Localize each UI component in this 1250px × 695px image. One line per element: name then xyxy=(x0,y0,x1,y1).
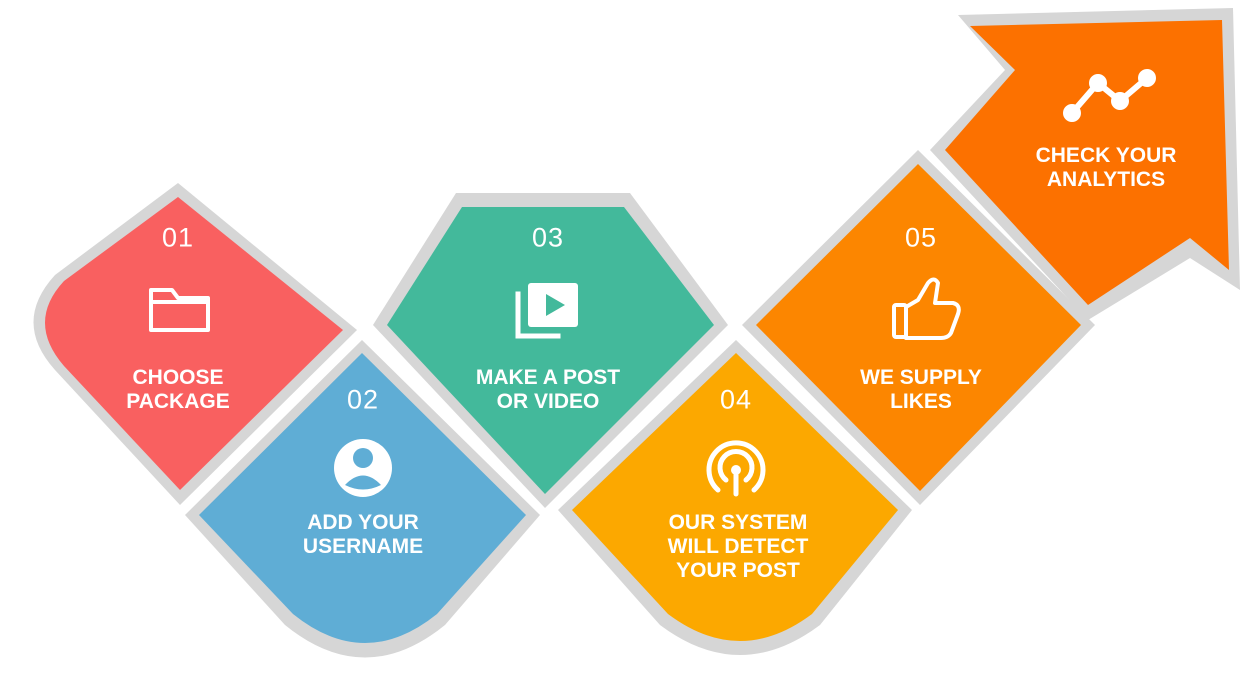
diamond-shape-step-05 xyxy=(742,150,1095,505)
diamond-shape-step-01 xyxy=(33,183,357,505)
step-02-number: 02 xyxy=(346,384,380,415)
step-04-number: 04 xyxy=(719,384,753,415)
diamond-shape-step-03 xyxy=(373,193,728,508)
diamond-shape-step-04 xyxy=(558,340,912,655)
step-03-number: 03 xyxy=(531,222,565,253)
folder-icon xyxy=(149,288,210,332)
step-03-title: MAKE A POST OR VIDEO xyxy=(475,366,621,413)
arrow-shape-analytics xyxy=(930,8,1240,320)
analytics-line-icon xyxy=(1063,69,1156,122)
step-04-title: OUR SYSTEM WILL DETECT YOUR POST xyxy=(667,511,809,582)
video-play-icon xyxy=(515,283,578,339)
step-05-title: WE SUPPLY LIKES xyxy=(860,366,982,413)
user-avatar-icon xyxy=(334,439,392,497)
step-01-number: 01 xyxy=(161,222,195,253)
broadcast-icon xyxy=(706,440,766,497)
thumbs-up-icon xyxy=(892,277,961,340)
diamond-shape-step-02 xyxy=(185,340,540,658)
step-02-title: ADD YOUR USERNAME xyxy=(302,511,424,558)
step-01-title: CHOOSE PACKAGE xyxy=(126,366,230,413)
final-step-title: CHECK YOUR ANALYTICS xyxy=(1035,144,1177,191)
step-05-number: 05 xyxy=(904,222,938,253)
